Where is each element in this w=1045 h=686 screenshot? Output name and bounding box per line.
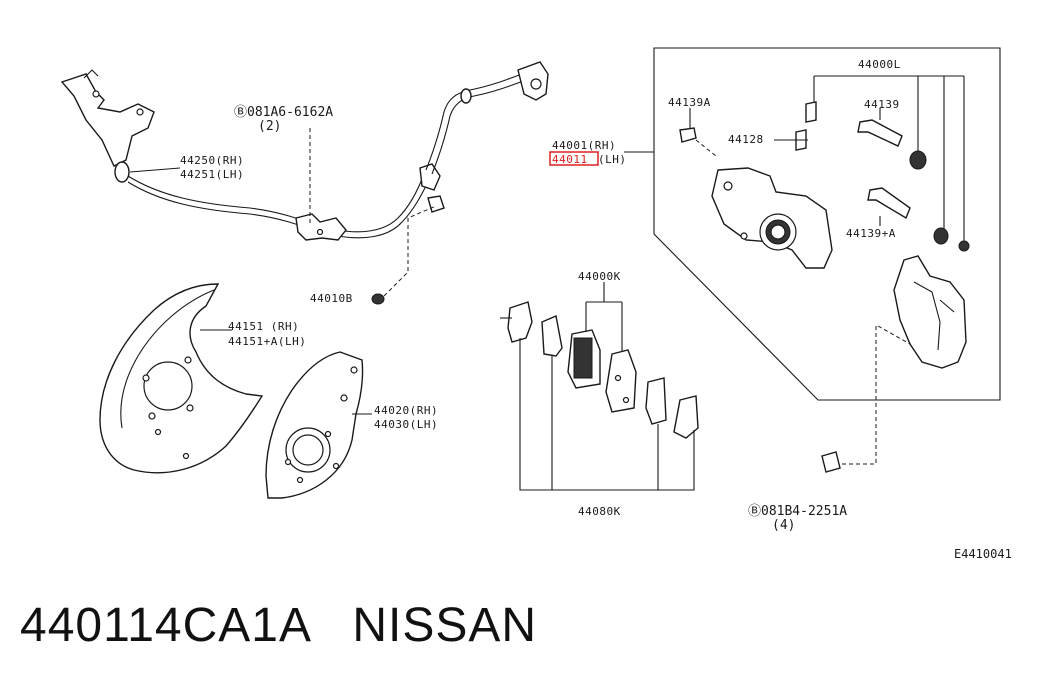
label-backing-plate-rh: 44020(RH)	[374, 404, 438, 417]
caption-brand: NISSAN	[352, 599, 538, 652]
label-caliper-rh: 44001(RH)	[552, 139, 616, 152]
highlight-box	[549, 151, 599, 166]
label-hose-rh: 44250(RH)	[180, 154, 244, 167]
label-bolt-ref-b-qty: (4)	[772, 518, 795, 533]
caliper-illustration	[679, 101, 970, 473]
dust-shield-illustration	[99, 283, 264, 474]
label-pin-b: 44139+A	[846, 227, 896, 240]
label-pin: 44139	[864, 98, 900, 111]
label-pin-bolt: 44139A	[668, 96, 711, 109]
label-shim-kit: 44080K	[578, 505, 621, 518]
label-nut: 44010B	[310, 292, 353, 305]
label-caliper-lh-suffix: (LH)	[598, 153, 627, 166]
leader-nut	[383, 205, 437, 297]
label-dust-plate-rh: 44151 (RH)	[228, 320, 299, 333]
caliper-group-outline	[624, 47, 1001, 401]
nut-illustration	[371, 293, 385, 305]
caption-gap	[309, 599, 352, 652]
label-backing-plate-lh: 44030(LH)	[374, 418, 438, 431]
label-pad-kit: 44000K	[578, 270, 621, 283]
pad-and-shim-illustration	[500, 282, 699, 491]
backing-plate-illustration	[265, 351, 364, 499]
brake-hose-illustration	[60, 61, 549, 241]
label-hose-lh: 44251(LH)	[180, 168, 244, 181]
part-caption: 440114CA1A NISSAN	[20, 598, 537, 653]
label-bolt-ref-a-qty: (2)	[258, 119, 281, 134]
label-bolt-ref-b: Ⓑ081B4-2251A	[748, 504, 847, 519]
figure-code: E4410041	[954, 547, 1012, 561]
label-kit: 44000L	[858, 58, 901, 71]
leader-hose	[129, 167, 181, 173]
label-caliper-lh-number[interactable]: 44011	[552, 153, 588, 166]
label-bolt-ref-a: Ⓑ081A6-6162A	[234, 105, 333, 120]
caption-part-number: 440114CA1A	[20, 599, 310, 652]
label-bleeder: 44128	[728, 133, 764, 146]
label-dust-plate-lh: 44151+A(LH)	[228, 335, 306, 348]
